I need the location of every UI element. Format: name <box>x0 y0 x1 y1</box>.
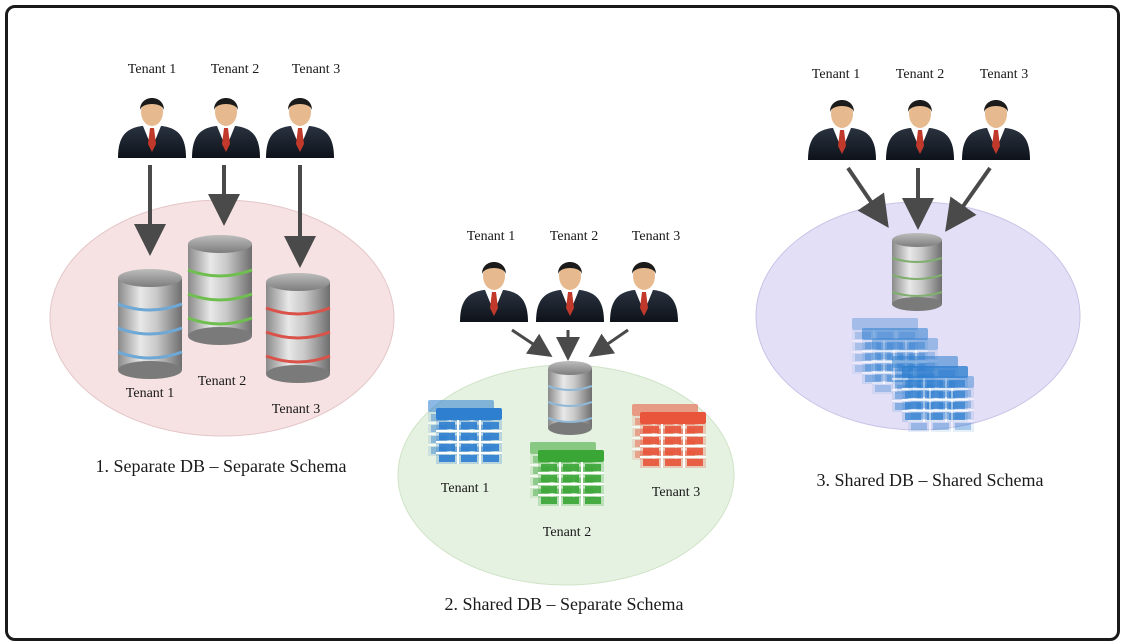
model-1-db-label-3: Tenant 3 <box>272 402 320 417</box>
model-2-arrow-1 <box>511 328 553 357</box>
model-1-database-3-icon <box>265 273 331 383</box>
model-1-user-label-2: Tenant 2 <box>211 62 259 77</box>
model-1-caption: 1. Separate DB – Separate Schema <box>96 456 347 476</box>
model-3-tenant-2-person-icon <box>886 100 954 160</box>
model-2-caption: 2. Shared DB – Separate Schema <box>445 594 684 614</box>
model-2-arrow-3 <box>588 328 629 358</box>
model-1-database-2-icon <box>187 235 253 345</box>
model-1-database-1-icon <box>117 269 183 379</box>
model-2-schema-label-3: Tenant 3 <box>652 485 700 500</box>
model-3-caption: 3. Shared DB – Shared Schema <box>817 470 1044 490</box>
model-3-tenant-1-person-icon <box>808 100 876 160</box>
model-1-tenant-3-person-icon <box>266 98 334 158</box>
model-separate-db: Tenant 1 Tenant 2 Tenant 3 <box>49 62 395 476</box>
model-1-user-label-1: Tenant 1 <box>128 62 176 77</box>
model-2-schema-label-2: Tenant 2 <box>543 525 591 540</box>
model-3-tenant-3-person-icon <box>962 100 1030 160</box>
model-2-shared-database-icon <box>547 361 593 435</box>
model-2-schema-table-2-icon <box>529 441 605 507</box>
model-2-tenant-1-person-icon <box>460 262 528 322</box>
model-2-tenant-3-person-icon <box>610 262 678 322</box>
model-2-schema-table-3-icon <box>631 403 707 469</box>
model-3-user-label-3: Tenant 3 <box>980 67 1028 82</box>
model-2-user-label-3: Tenant 3 <box>632 229 680 244</box>
model-2-user-label-2: Tenant 2 <box>550 229 598 244</box>
model-2-user-label-1: Tenant 1 <box>467 229 515 244</box>
model-3-arrow-3 <box>945 166 992 232</box>
model-1-db-label-2: Tenant 2 <box>198 374 246 389</box>
model-1-db-label-1: Tenant 1 <box>126 386 174 401</box>
model-2-schema-label-1: Tenant 1 <box>441 481 489 496</box>
model-2-schema-table-1-icon <box>427 399 503 465</box>
model-shared-db-shared-schema: Tenant 1 Tenant 2 Tenant 3 3. Shared DB … <box>755 67 1081 490</box>
model-shared-db-separate-schema: Tenant 1 Tenant 2 Tenant 3 Te <box>397 229 735 614</box>
model-1-tenant-2-person-icon <box>192 98 260 158</box>
model-3-user-label-2: Tenant 2 <box>896 67 944 82</box>
model-1-user-label-3: Tenant 3 <box>292 62 340 77</box>
model-3-user-label-1: Tenant 1 <box>812 67 860 82</box>
model-3-arrow-1 <box>846 166 889 228</box>
model-3-shared-database-icon <box>891 233 943 311</box>
model-2-tenant-2-person-icon <box>536 262 604 322</box>
model-1-tenant-1-person-icon <box>118 98 186 158</box>
